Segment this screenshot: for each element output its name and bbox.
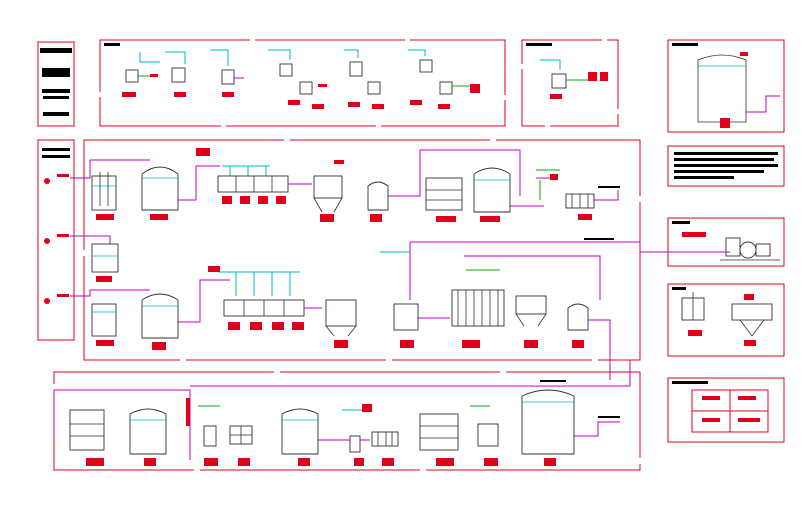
dosing-unit bbox=[408, 49, 480, 109]
dosing-unit-frame-2 bbox=[521, 39, 619, 127]
source-column bbox=[37, 139, 75, 341]
dosing-unit bbox=[165, 51, 186, 97]
dosing-units-frame bbox=[99, 39, 506, 127]
process-row-4 bbox=[53, 360, 631, 466]
process-row-3 bbox=[70, 255, 611, 380]
main-process-frame bbox=[83, 139, 641, 361]
legend-table-block bbox=[667, 377, 785, 443]
pump-detail-block bbox=[667, 217, 785, 267]
source-pump-icon bbox=[44, 238, 50, 244]
process-row-1 bbox=[70, 148, 620, 222]
dosing-unit bbox=[210, 49, 244, 97]
dosing-unit bbox=[122, 52, 160, 97]
process-row-2 bbox=[70, 235, 730, 300]
storage-tank-frame bbox=[667, 39, 785, 133]
title-block bbox=[37, 41, 75, 127]
notes-block bbox=[667, 145, 785, 187]
dosing-unit bbox=[344, 49, 384, 109]
source-pump-icon bbox=[44, 178, 50, 184]
mixer-detail-block bbox=[667, 283, 785, 357]
dosing-unit bbox=[268, 49, 327, 109]
source-pump-icon bbox=[44, 298, 50, 304]
